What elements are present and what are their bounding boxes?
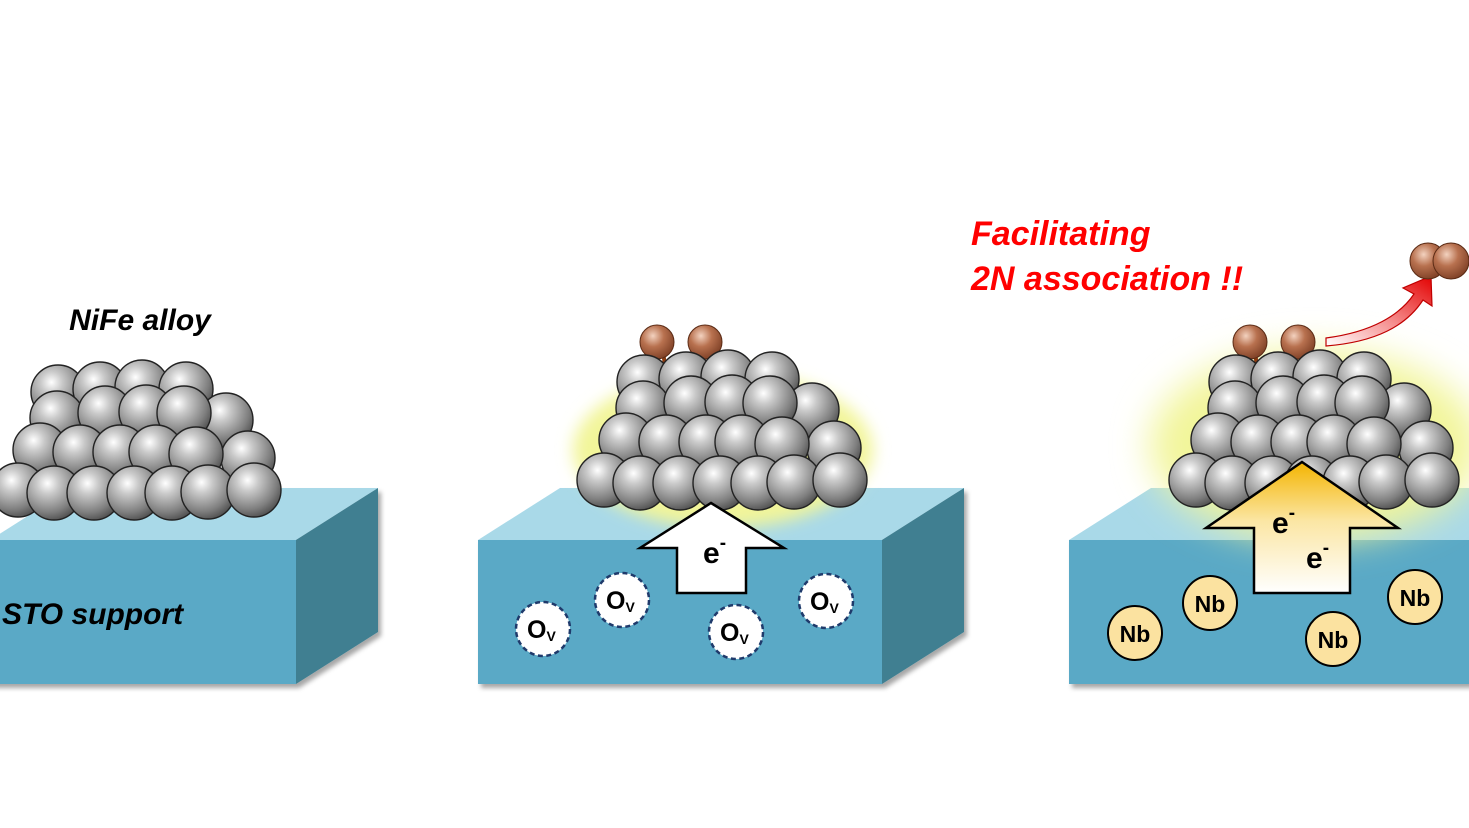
nb-dopant-label: Nb [1195, 591, 1226, 617]
svg-text:e-: e- [703, 533, 726, 570]
electron-symbol: e [703, 537, 720, 570]
nife-particle [0, 359, 282, 521]
electron-charge: - [1323, 538, 1329, 559]
nb-dopant-label: Nb [1400, 585, 1431, 611]
vacancy-marker: OV [593, 571, 651, 629]
sto-support-slab [0, 488, 378, 684]
metal-atom-sphere [812, 452, 868, 508]
electron-symbol: e [1306, 542, 1323, 575]
nb-dopant-marker: Nb [1387, 569, 1443, 625]
sto-support-label: STO support [2, 598, 185, 631]
vacancy-marker: OV [797, 572, 855, 630]
panel-nb-doped: e- e- Nb Nb Nb Nb Facilitating 2N associ… [970, 215, 1469, 684]
svg-text:OV: OV [720, 619, 749, 647]
vacancy-subscript: V [739, 631, 749, 647]
svg-text:OV: OV [810, 588, 839, 616]
vacancy-symbol: O [720, 619, 739, 647]
svg-text:e-: e- [1306, 538, 1329, 575]
vacancy-symbol: O [810, 588, 829, 616]
vacancy-symbol: O [527, 616, 546, 644]
nb-dopant-marker: Nb [1305, 611, 1361, 667]
svg-text:OV: OV [606, 587, 635, 615]
panel-pristine: NiFe alloy STO support [0, 304, 378, 684]
vacancy-marker: OV [707, 603, 765, 661]
nb-dopant-label: Nb [1120, 621, 1151, 647]
strong-electron-arrow: e- e- [1201, 460, 1403, 595]
headline-line-2: 2N association !! [970, 260, 1243, 298]
nb-dopant-marker: Nb [1182, 575, 1238, 631]
nb-dopant-label: Nb [1318, 627, 1349, 653]
electron-charge: - [1289, 503, 1295, 524]
vacancy-subscript: V [829, 600, 839, 616]
headline-line-1: Facilitating [971, 215, 1151, 253]
vacancy-symbol: O [606, 587, 625, 615]
nife-particle [576, 349, 868, 511]
metal-atom-sphere [1404, 452, 1460, 508]
electron-arrow: e- [635, 501, 789, 595]
n2-molecule [1409, 242, 1469, 280]
vacancy-subscript: V [546, 628, 556, 644]
panel-oxygen-vacancy: e- OV OV OV OV [478, 324, 964, 684]
electron-symbol: e [1272, 507, 1289, 540]
vacancy-subscript: V [625, 599, 635, 615]
nb-dopant-marker: Nb [1107, 605, 1163, 661]
metal-atom-sphere [226, 462, 282, 518]
nife-alloy-label: NiFe alloy [69, 304, 212, 337]
svg-text:e-: e- [1272, 503, 1295, 540]
vacancy-marker: OV [514, 600, 572, 658]
desorption-arrow [1325, 275, 1433, 347]
electron-charge: - [720, 533, 726, 554]
svg-text:OV: OV [527, 616, 556, 644]
